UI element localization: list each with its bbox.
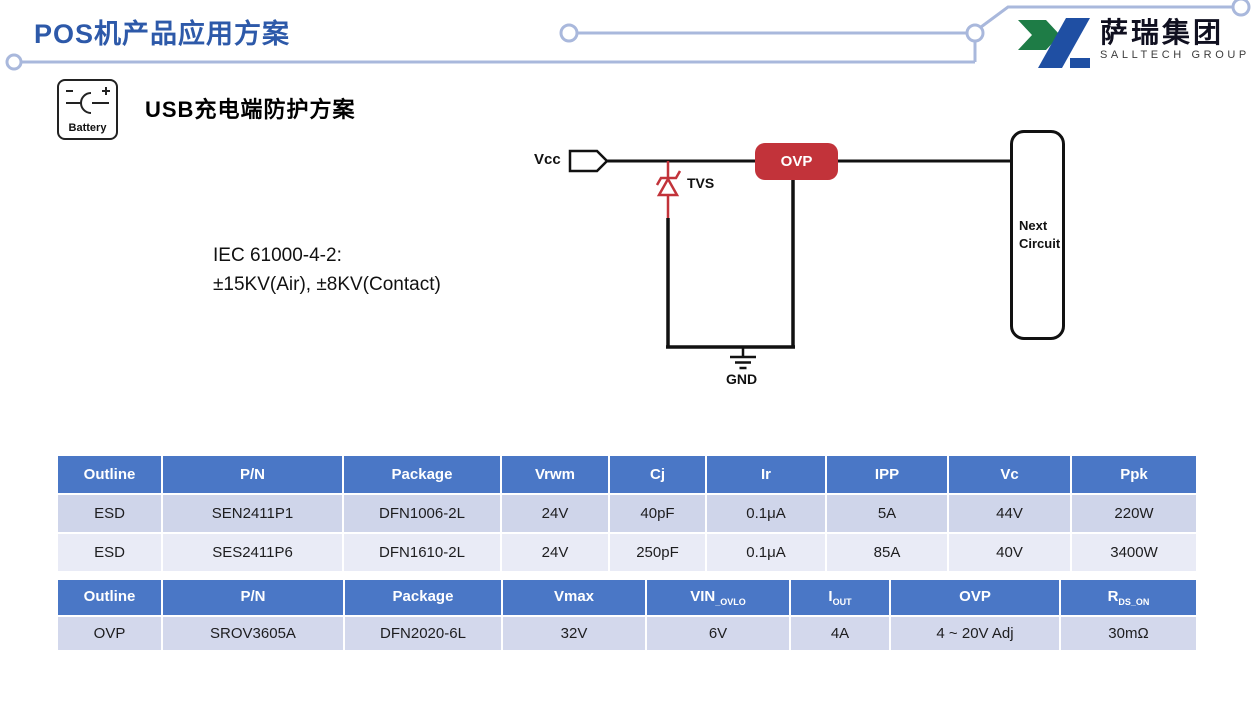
battery-icon-box: Battery [57, 79, 118, 140]
table-row: ESD SES2411P6 DFN1610-2L 24V 250pF 0.1μA… [57, 533, 1197, 572]
logo-subname: SALLTECH GROUP [1100, 49, 1250, 61]
cell: DFN2020-6L [344, 616, 502, 651]
company-logo: 萨瑞集团 SALLTECH GROUP [1018, 18, 1250, 68]
cell: 24V [501, 533, 609, 572]
cell: ESD [57, 494, 162, 533]
cell: SES2411P6 [162, 533, 343, 572]
next-circuit-block: Next Circuit [1010, 130, 1065, 340]
iec-line2: ±15KV(Air), ±8KV(Contact) [213, 274, 441, 296]
page-title: POS机产品应用方案 [34, 19, 291, 49]
section-heading: USB充电端防护方案 [145, 97, 356, 122]
cell: 6V [646, 616, 790, 651]
gnd-label: GND [726, 371, 758, 387]
cell: 4A [790, 616, 890, 651]
col-header: Cj [609, 455, 706, 494]
col-header: Package [344, 579, 502, 616]
iec-line1: IEC 61000-4-2: [213, 245, 342, 266]
cell: 40pF [609, 494, 706, 533]
cell: SROV3605A [162, 616, 344, 651]
col-header: RDS_ON [1060, 579, 1197, 616]
cell: 4 ~ 20V Adj [890, 616, 1060, 651]
col-header: Ppk [1071, 455, 1197, 494]
tvs-label: TVS [687, 175, 715, 191]
circuit-diagram: Vcc TVS OVP GND Next Circuit [530, 125, 1090, 397]
cell: DFN1006-2L [343, 494, 501, 533]
cell: DFN1610-2L [343, 533, 501, 572]
cell: OVP [57, 616, 162, 651]
cell: 0.1μA [706, 494, 826, 533]
cell: 32V [502, 616, 646, 651]
vcc-label: Vcc [534, 151, 561, 168]
cell: 85A [826, 533, 948, 572]
cell: 220W [1071, 494, 1197, 533]
col-header: P/N [162, 455, 343, 494]
col-header: Package [343, 455, 501, 494]
cell: 30mΩ [1060, 616, 1197, 651]
col-header: P/N [162, 579, 344, 616]
cell: 250pF [609, 533, 706, 572]
col-header: Ir [706, 455, 826, 494]
table-row: OVP SROV3605A DFN2020-6L 32V 6V 4A 4 ~ 2… [57, 616, 1197, 651]
cell: 24V [501, 494, 609, 533]
header-decoration-lines [5, 0, 1251, 71]
ovp-block: OVP [755, 143, 838, 180]
cell: 3400W [1071, 533, 1197, 572]
battery-icon [66, 87, 110, 114]
col-header: IOUT [790, 579, 890, 616]
col-header: Vrwm [501, 455, 609, 494]
col-header: Vc [948, 455, 1071, 494]
cell: 40V [948, 533, 1071, 572]
col-header: Outline [57, 455, 162, 494]
iec-note: IEC 61000-4-2: ±15KV(Air), ±8KV(Contact) [213, 241, 441, 300]
battery-label: Battery [68, 122, 107, 134]
col-header: OVP [890, 579, 1060, 616]
cell: 44V [948, 494, 1071, 533]
table-header-row: Outline P/N Package Vrwm Cj Ir IPP Vc Pp… [57, 455, 1197, 494]
col-header: IPP [826, 455, 948, 494]
cell: 5A [826, 494, 948, 533]
col-header: Vmax [502, 579, 646, 616]
next-circuit-line2: Circuit [1019, 236, 1061, 251]
cell: SEN2411P1 [162, 494, 343, 533]
esd-spec-table: Outline P/N Package Vrwm Cj Ir IPP Vc Pp… [57, 455, 1197, 572]
col-header: VIN_OVLO [646, 579, 790, 616]
ovp-spec-table: Outline P/N Package Vmax VIN_OVLO IOUT O… [57, 579, 1197, 651]
salltech-logo-icon [1018, 18, 1090, 68]
table-header-row: Outline P/N Package Vmax VIN_OVLO IOUT O… [57, 579, 1197, 616]
cell: 0.1μA [706, 533, 826, 572]
col-header: Outline [57, 579, 162, 616]
cell: ESD [57, 533, 162, 572]
next-circuit-line1: Next [1019, 218, 1048, 234]
logo-name: 萨瑞集团 [1100, 17, 1225, 48]
table-row: ESD SEN2411P1 DFN1006-2L 24V 40pF 0.1μA … [57, 494, 1197, 533]
